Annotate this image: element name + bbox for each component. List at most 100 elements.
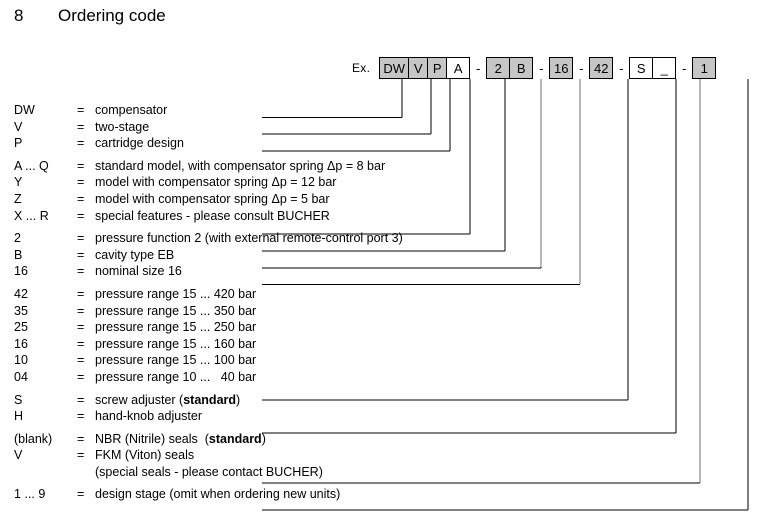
- legend-row: Y=model with compensator spring Δp = 12 …: [14, 175, 754, 192]
- legend-row: H=hand-knob adjuster: [14, 409, 754, 426]
- legend-row: V = two-stage: [14, 120, 754, 137]
- legend-equals: =: [77, 369, 85, 384]
- legend-row: 10 = pressure range 15 ... 100 bar: [14, 353, 754, 370]
- code-box-b[interactable]: B: [509, 57, 534, 79]
- legend-code: 1 ... 9: [14, 487, 46, 502]
- code-box-1[interactable]: 1: [692, 57, 717, 79]
- legend-code: 2: [14, 231, 21, 246]
- legend-code: 04: [14, 369, 28, 384]
- legend-equals: =: [77, 208, 85, 223]
- code-separator: -: [682, 60, 687, 76]
- code-box-dw[interactable]: DW: [379, 57, 410, 79]
- legend-description: special features - please consult BUCHER: [95, 208, 330, 223]
- legend-row: A ... Q = standard model, with compensator…: [14, 159, 754, 176]
- legend-description: compensator: [95, 103, 168, 117]
- legend-description: (special seals - please contact BUCHER): [95, 464, 323, 479]
- legend-equals: =: [77, 136, 85, 151]
- legend-description: design stage (omit when ordering new uni…: [95, 487, 341, 502]
- legend-description: model with compensator spring Δp = 12 ba…: [95, 175, 337, 190]
- legend-description: pressure function 2 (with external remot…: [95, 231, 403, 246]
- legend-description: pressure range 15 ... 350 bar: [95, 303, 257, 318]
- legend-description: standard model, with compensator spring …: [95, 158, 386, 173]
- legend-code: 10: [14, 353, 28, 368]
- code-box-x[interactable]: _: [652, 57, 677, 79]
- legend-row: 04 = pressure range 10 ... 40 bar: [14, 370, 754, 387]
- legend-code: V: [14, 448, 23, 463]
- legend-equals: =: [77, 103, 85, 117]
- legend-description: model with compensator spring Δp = 5 bar: [95, 191, 330, 206]
- legend-description: pressure range 15 ... 250 bar: [95, 320, 257, 335]
- code-separator: -: [619, 60, 624, 76]
- code-group: S_: [629, 57, 677, 79]
- legend-row: 25 = pressure range 15 ... 250 bar: [14, 320, 754, 337]
- legend-row: 35=pressure range 15 ... 350 bar: [14, 304, 754, 321]
- legend-equals: =: [77, 303, 85, 318]
- legend-row: 42 = pressure range 15 ... 420 bar: [14, 287, 754, 304]
- legend-code: Y: [14, 175, 23, 190]
- legend-code: H: [14, 409, 24, 424]
- section-title: Ordering code: [58, 6, 166, 25]
- legend-code: V: [14, 119, 23, 134]
- legend-row: (special seals - please contact BUCHER): [14, 465, 754, 482]
- legend-row: B=cavity type EB: [14, 248, 754, 265]
- legend-description: cartridge design: [95, 136, 184, 151]
- legend-equals: =: [77, 353, 85, 368]
- legend-description: nominal size 16: [95, 264, 182, 279]
- legend-description: pressure range 15 ... 420 bar: [95, 286, 257, 301]
- legend-code: Z: [14, 191, 22, 206]
- legend-equals: =: [77, 448, 85, 463]
- legend-row: 1 ... 9 = design stage (omit when ordering…: [14, 487, 754, 504]
- legend-description: pressure range 15 ... 100 bar: [95, 353, 257, 368]
- legend-row: S=screw adjuster (standard): [14, 393, 754, 410]
- legend-equals: =: [77, 336, 85, 351]
- legend-equals: =: [77, 320, 85, 335]
- legend-row: DW=compensator: [14, 103, 754, 120]
- legend-equals: =: [77, 487, 85, 502]
- legend-code: 42: [14, 286, 28, 301]
- legend-code: 25: [14, 320, 28, 335]
- legend-code: 16: [14, 264, 28, 279]
- code-box-2[interactable]: 2: [486, 57, 511, 79]
- legend-row: Z = model with compensator spring Δp = 5 b…: [14, 192, 754, 209]
- legend-equals: =: [77, 264, 85, 279]
- legend-description: NBR (Nitrile) seals (standard): [95, 431, 266, 446]
- legend-equals: =: [77, 286, 85, 301]
- legend-standard-emphasis: standard: [208, 431, 262, 446]
- legend-row: (blank) = NBR (Nitrile) seals (standard): [14, 432, 754, 449]
- legend-equals: =: [77, 158, 85, 173]
- legend-description: FKM (Viton) seals: [95, 448, 195, 463]
- legend-standard-emphasis: standard: [183, 392, 237, 407]
- legend-equals: =: [77, 191, 85, 206]
- legend-code: 16: [14, 336, 28, 351]
- legend-row: V = FKM (Viton) seals: [14, 448, 754, 465]
- legend-description: two-stage: [95, 119, 150, 134]
- code-box-16[interactable]: 16: [549, 57, 574, 79]
- code-box-p[interactable]: P: [427, 57, 448, 79]
- legend-description: screw adjuster (standard): [95, 392, 241, 407]
- code-box-v[interactable]: V: [408, 57, 429, 79]
- legend-code: X ... R: [14, 208, 49, 223]
- code-box-42[interactable]: 42: [589, 57, 614, 79]
- legend-description: pressure range 10 ... 40 bar: [95, 369, 257, 384]
- legend-equals: =: [77, 247, 85, 262]
- legend-code: P: [14, 136, 23, 151]
- legend-code: (blank): [14, 431, 53, 446]
- legend-row: 16=pressure range 15 ... 160 bar: [14, 337, 754, 354]
- section-number: 8: [14, 6, 24, 25]
- legend-equals: =: [77, 119, 85, 134]
- legend-equals: =: [77, 409, 85, 424]
- code-box-a[interactable]: A: [446, 57, 471, 79]
- legend-row: 2 = pressure function 2 (with external rem…: [14, 231, 754, 248]
- code-separator: -: [539, 60, 544, 76]
- legend-row: 16 = nominal size 16: [14, 264, 754, 281]
- legend-equals: =: [77, 431, 85, 446]
- code-box-s[interactable]: S: [629, 57, 654, 79]
- legend-code: A ... Q: [14, 158, 49, 173]
- example-label: Ex.: [352, 61, 371, 75]
- legend-equals: =: [77, 231, 85, 246]
